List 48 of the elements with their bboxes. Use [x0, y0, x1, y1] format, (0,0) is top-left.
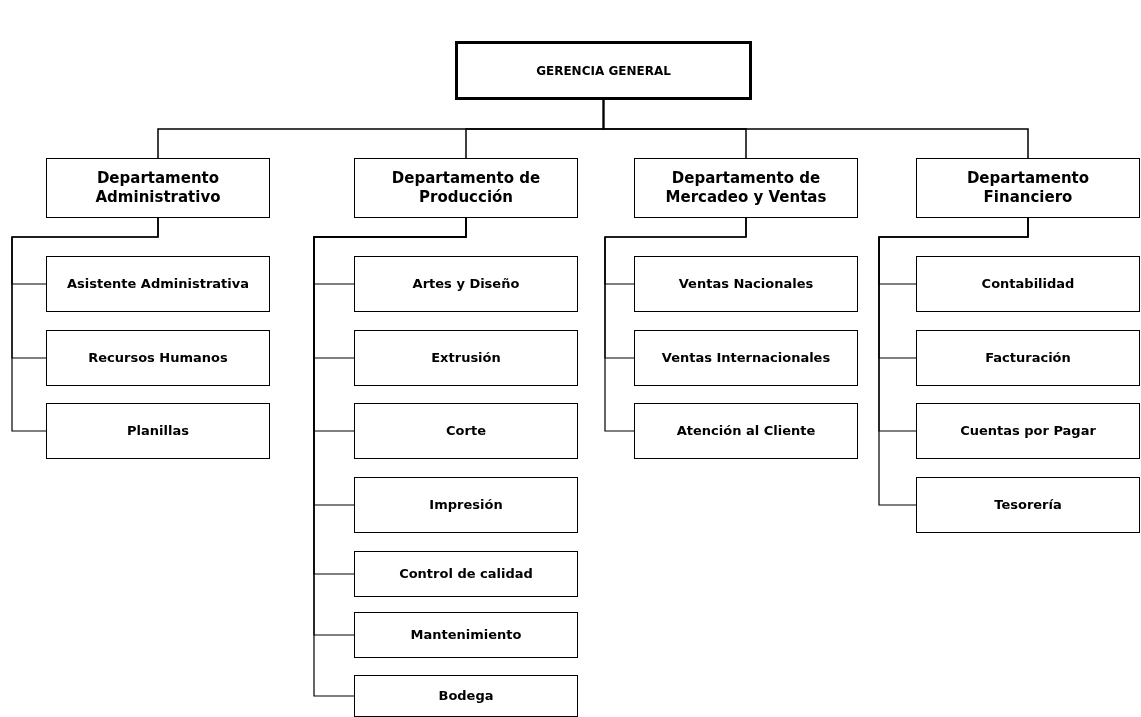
- unit-box: [46, 256, 270, 312]
- department-box: [916, 158, 1140, 218]
- node-label: Departamento de Mercadeo y Ventas: [664, 168, 828, 208]
- unit-box: [46, 330, 270, 386]
- node-label: Recursos Humanos: [88, 349, 228, 367]
- node-label: Cuentas por Pagar: [960, 422, 1096, 440]
- node-label: Atención al Cliente: [676, 422, 816, 440]
- unit-box: [916, 477, 1140, 533]
- connector-line: [602, 99, 1029, 159]
- connector-line: [11, 217, 159, 432]
- node-label: Departamento Administrativo: [94, 168, 222, 208]
- unit-box: [354, 675, 578, 717]
- connector-line: [604, 217, 747, 432]
- unit-box: [46, 403, 270, 459]
- node-label: Corte: [446, 422, 486, 440]
- unit-box: [354, 256, 578, 312]
- node-label: Impresión: [429, 496, 503, 514]
- node-label: Mantenimiento: [410, 626, 522, 644]
- node-label: Ventas Internacionales: [661, 349, 831, 367]
- node-label: Contabilidad: [981, 275, 1075, 293]
- node-label: Ventas Nacionales: [678, 275, 814, 293]
- unit-box: [354, 612, 578, 658]
- node-label: GERENCIA GENERAL: [536, 63, 671, 78]
- department-box: [46, 158, 270, 218]
- unit-box: [354, 551, 578, 597]
- unit-box: [634, 403, 858, 459]
- node-label: Asistente Administrativa: [67, 275, 249, 293]
- node-label: Departamento Financiero: [965, 168, 1091, 208]
- department-box: [354, 158, 578, 218]
- unit-box: [354, 403, 578, 459]
- unit-box: [634, 330, 858, 386]
- unit-box: [916, 403, 1140, 459]
- unit-box: [916, 330, 1140, 386]
- node-label: Control de calidad: [399, 565, 533, 583]
- unit-box: [916, 256, 1140, 312]
- connector-line: [878, 217, 1029, 506]
- unit-box: [354, 330, 578, 386]
- node-label: Extrusión: [431, 349, 501, 367]
- node-label: Artes y Diseño: [412, 275, 520, 293]
- node-label: Tesorería: [994, 496, 1062, 514]
- node-label: Planillas: [127, 422, 189, 440]
- node-label: Bodega: [438, 687, 494, 705]
- node-label: Facturación: [985, 349, 1071, 367]
- node-label: Departamento de Producción: [390, 168, 542, 208]
- department-box: [634, 158, 858, 218]
- unit-box: [354, 477, 578, 533]
- root-box: [455, 41, 752, 100]
- unit-box: [634, 256, 858, 312]
